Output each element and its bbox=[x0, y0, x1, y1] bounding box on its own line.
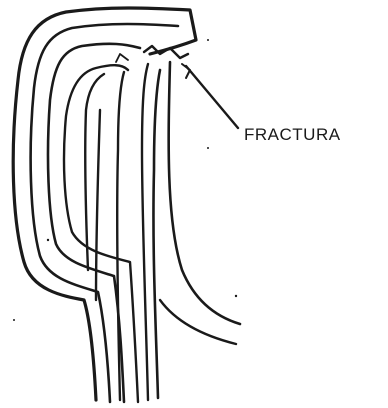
right-arc-inner bbox=[160, 300, 236, 344]
inner-strands bbox=[85, 64, 160, 400]
fracture-crack bbox=[116, 54, 128, 62]
fracture-break bbox=[144, 46, 188, 58]
fracture-label: FRACTURA bbox=[244, 125, 341, 144]
strand-center-right bbox=[142, 64, 148, 400]
speckle bbox=[207, 39, 209, 41]
right-arc-outer bbox=[169, 62, 240, 324]
speckle bbox=[207, 147, 209, 149]
right-arc bbox=[160, 62, 240, 344]
strand-right bbox=[153, 70, 160, 398]
speckle bbox=[47, 239, 49, 241]
speckle bbox=[235, 295, 237, 297]
strand-left bbox=[85, 74, 104, 270]
middle-edge bbox=[48, 44, 140, 402]
speckles bbox=[13, 39, 237, 321]
speckle bbox=[13, 319, 15, 321]
pointer-line bbox=[186, 66, 238, 128]
fracture-zone bbox=[116, 46, 190, 78]
